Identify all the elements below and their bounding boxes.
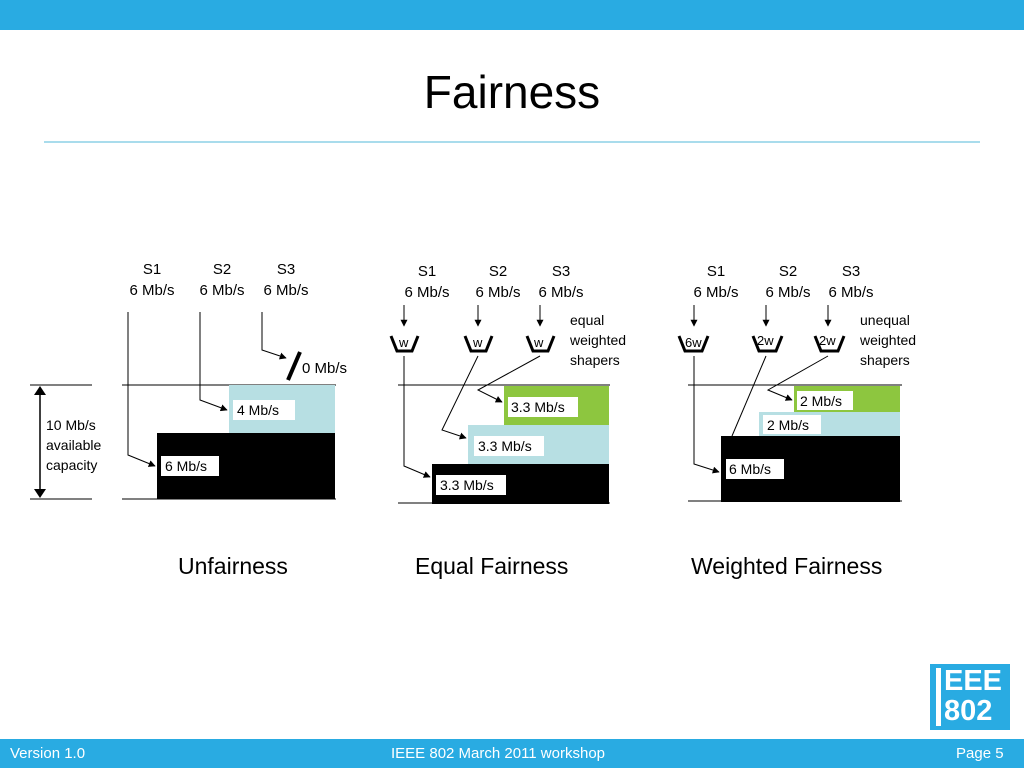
footer-bar: Version 1.0 IEEE 802 March 2011 workshop… xyxy=(0,739,1024,768)
source-name: S2 xyxy=(779,263,797,280)
shaper-description-line2: weighted xyxy=(859,332,916,348)
shaper-weight: w xyxy=(533,335,544,350)
source-rate: 6 Mb/s xyxy=(828,284,873,301)
title-divider xyxy=(44,141,980,143)
capacity-label-line3: capacity xyxy=(46,457,97,473)
shaper-weight: 6w xyxy=(685,335,702,350)
footer-page-number: Page 5 xyxy=(956,745,1004,762)
flow-arrow-s1 xyxy=(693,356,720,474)
source-name: S1 xyxy=(418,263,436,280)
logo-text: EEE 802 xyxy=(944,666,1008,726)
capacity-arrow-down-icon xyxy=(34,489,46,498)
source-rate: 6 Mb/s xyxy=(475,284,520,301)
source-rate: 6 Mb/s xyxy=(538,284,583,301)
flow-arrow-s3 xyxy=(476,355,541,403)
capacity-arrow-up-icon xyxy=(34,386,46,395)
bar-label: 4 Mb/s xyxy=(237,402,279,418)
panel-weighted-fairness: S1 6 Mb/s S2 6 Mb/s S3 6 Mb/s 6w 2w 2w u… xyxy=(677,263,916,502)
source-name: S3 xyxy=(842,263,860,280)
flow-arrow-s3 xyxy=(766,355,829,401)
panel-caption-unfairness: Unfairness xyxy=(178,553,288,579)
bar-label-box xyxy=(474,436,544,456)
bar-label-box xyxy=(763,415,821,434)
bar-label: 3.3 Mb/s xyxy=(478,438,532,454)
bar-label-box xyxy=(797,391,853,410)
source-name: S1 xyxy=(707,263,725,280)
flow-arrow-s2 xyxy=(731,355,767,437)
source-name: S1 xyxy=(143,261,161,278)
bar-label: 6 Mb/s xyxy=(729,461,771,477)
flow-arrow-s2 xyxy=(199,312,228,412)
source-name: S2 xyxy=(489,263,507,280)
bar-label: 6 Mb/s xyxy=(165,458,207,474)
logo-stripe xyxy=(936,668,941,726)
source-name: S2 xyxy=(213,261,231,278)
source-rate: 6 Mb/s xyxy=(129,282,174,299)
shaper-weight: 2w xyxy=(757,333,774,348)
shaper-weight: w xyxy=(472,335,483,350)
panel-unfairness: S1 6 Mb/s S2 6 Mb/s S3 6 Mb/s 4 Mb/s 6 M… xyxy=(122,261,347,500)
shaper-weight: w xyxy=(398,335,409,350)
bar-label: 3.3 Mb/s xyxy=(511,399,565,415)
shaper-description-line1: unequal xyxy=(860,312,910,328)
shaper-icon xyxy=(677,335,710,353)
shaper-icon xyxy=(463,335,494,353)
slide-title: Fairness xyxy=(423,66,601,118)
footer-event: IEEE 802 March 2011 workshop xyxy=(391,745,606,762)
panel-equal-fairness: S1 6 Mb/s S2 6 Mb/s S3 6 Mb/s w w w equa… xyxy=(389,263,626,504)
footer-version: Version 1.0 xyxy=(10,745,86,762)
shaper-description-line2: weighted xyxy=(569,332,626,348)
flow-arrow-s1 xyxy=(403,356,431,478)
source-name: S3 xyxy=(277,261,295,278)
source-rate: 6 Mb/s xyxy=(263,282,308,299)
capacity-label-line2: available xyxy=(46,437,101,453)
bar-label-box xyxy=(508,397,578,417)
flow-arrow-s3 xyxy=(261,312,287,360)
capacity-label-line1: 10 Mb/s xyxy=(46,417,96,433)
panel-caption-weighted-fairness: Weighted Fairness xyxy=(691,553,883,579)
bar-label-box xyxy=(436,475,506,495)
blocked-rate-label: 0 Mb/s xyxy=(302,360,347,377)
logo-line1: EEE xyxy=(944,665,1003,697)
shaper-icon xyxy=(813,335,846,353)
shaper-icon xyxy=(525,335,556,353)
shaper-description-line3: shapers xyxy=(860,352,910,368)
bar-label: 2 Mb/s xyxy=(767,417,809,433)
blocked-bar-icon xyxy=(286,351,302,381)
shaper-description-line3: shapers xyxy=(570,352,620,368)
bar-label: 2 Mb/s xyxy=(800,393,842,409)
shaper-weight: 2w xyxy=(819,333,836,348)
source-rate: 6 Mb/s xyxy=(765,284,810,301)
source-rate: 6 Mb/s xyxy=(404,284,449,301)
bar-label-box xyxy=(233,400,295,420)
panel-caption-equal-fairness: Equal Fairness xyxy=(415,553,569,579)
flow-arrow-s2 xyxy=(441,355,479,440)
bar-label-box xyxy=(161,456,219,476)
shaper-icon xyxy=(389,335,420,353)
source-rate: 6 Mb/s xyxy=(199,282,244,299)
flow-arrow-s1 xyxy=(127,312,156,467)
bar-label: 3.3 Mb/s xyxy=(440,477,494,493)
source-name: S3 xyxy=(552,263,570,280)
logo-line2: 802 xyxy=(944,695,993,727)
source-rate: 6 Mb/s xyxy=(693,284,738,301)
shaper-icon xyxy=(751,335,784,353)
capacity-indicator: 10 Mb/s available capacity xyxy=(30,384,101,500)
shaper-description-line1: equal xyxy=(570,312,604,328)
top-accent-bar xyxy=(0,0,1024,30)
bar-label-box xyxy=(726,459,784,479)
ieee-802-logo: EEE 802 xyxy=(930,664,1010,730)
